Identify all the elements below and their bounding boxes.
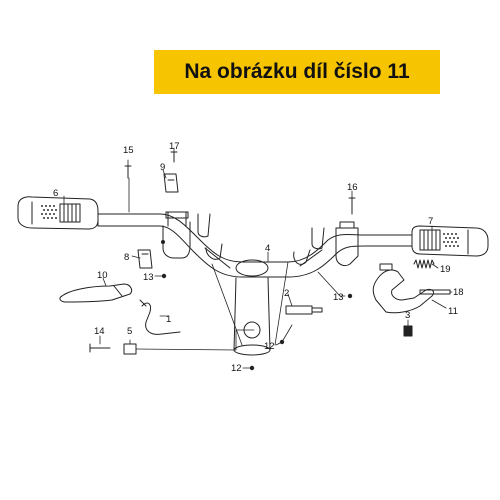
callout-2: 2 [284,288,289,299]
pin [419,289,451,295]
throttle-holder [163,173,179,193]
callout-16: 16 [347,182,358,193]
left-switch-housing [162,211,223,260]
spring [413,259,435,269]
callout-6: 6 [53,188,58,199]
callout-1: 1 [166,314,171,325]
callout-13b: 13 [333,292,344,303]
callout-3: 3 [405,310,410,321]
lever-bolt-and-nut [89,343,137,355]
callout-13a: 13 [143,272,154,283]
right-grip [411,225,489,257]
callout-labels: 1 2 3 4 5 6 7 8 9 10 11 12 12 13 13 14 1… [53,141,464,374]
callout-18: 18 [453,287,464,298]
leader-lines [63,147,453,369]
callout-10: 10 [97,270,108,281]
marker-dots [161,240,353,371]
callout-19: 19 [440,264,451,275]
left-brake-lever [59,283,133,303]
callout-12a: 12 [264,341,275,352]
callout-14: 14 [94,326,105,337]
throttle-cable [139,299,181,335]
screws [124,151,356,215]
left-grip [17,196,99,230]
callout-11: 11 [448,306,458,317]
callout-5: 5 [127,326,132,337]
callout-17: 17 [169,141,180,152]
stop-switch [285,305,323,315]
right-brake-master-cylinder [293,221,359,267]
banner-text: Na obrázku díl číslo 11 [184,60,410,83]
callout-12b: 12 [231,363,242,374]
callout-9: 9 [160,162,165,173]
highlight-banner: Na obrázku díl číslo 11 [154,50,440,94]
callout-8: 8 [124,252,129,263]
callout-4: 4 [265,243,270,254]
right-brake-lever [372,263,435,314]
callout-15: 15 [123,145,134,156]
end-piece [403,325,413,337]
left-bracket [137,249,153,269]
callout-7: 7 [428,216,433,227]
